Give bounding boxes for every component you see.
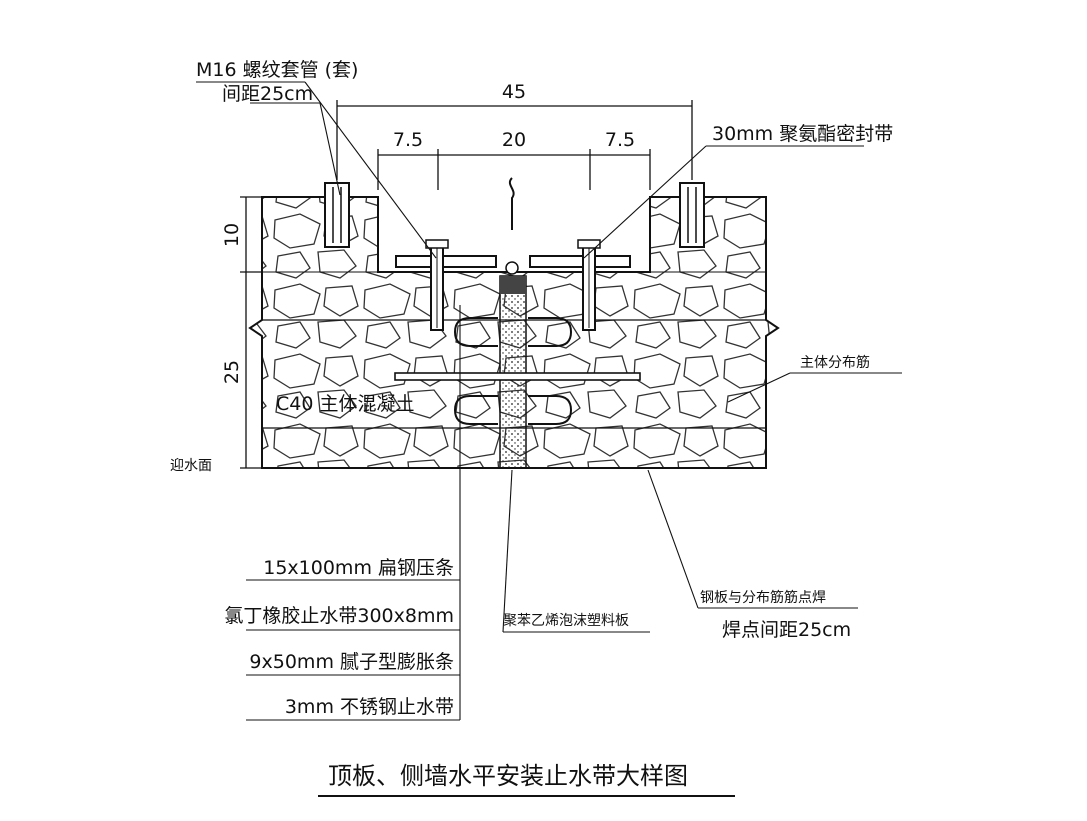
label-weld-spacing: 焊点间距25cm (722, 619, 851, 641)
label-bolt-sleeve: M16 螺纹套管 (套) (196, 59, 358, 81)
label-foam-board: 聚苯乙烯泡沫塑料板 (503, 612, 629, 629)
foam-board-strip (499, 275, 527, 469)
dimension-lines (240, 100, 693, 469)
label-distribution-bar: 主体分布筋 (800, 354, 870, 371)
label-chloroprene-waterstop: 氯丁橡胶止水带300x8mm (224, 605, 454, 627)
dim-right-offset: 7.5 (605, 129, 635, 151)
dim-upper-height: 10 (221, 223, 243, 247)
sealant-rod (505, 261, 519, 275)
dim-lower-height: 25 (221, 360, 243, 384)
dim-left-offset: 7.5 (393, 129, 423, 151)
seal-centerline (508, 177, 515, 230)
drawing-title: 顶板、侧墙水平安装止水带大样图 (328, 762, 688, 790)
leader-lines (196, 81, 902, 721)
dim-center-width: 20 (502, 129, 526, 151)
label-stainless-waterstop: 3mm 不锈钢止水带 (285, 696, 454, 718)
anchor-bolts (425, 239, 601, 331)
label-flat-steel-bead: 15x100mm 扁钢压条 (263, 557, 454, 579)
flat-steel-plates (394, 255, 641, 381)
stainless-waterstop (453, 317, 573, 425)
threaded-sleeves (324, 182, 705, 248)
label-weld: 钢板与分布筋筋点焊 (700, 589, 826, 606)
dim-total-width: 45 (502, 81, 526, 103)
label-swelling-strip: 9x50mm 腻子型膨胀条 (249, 651, 454, 673)
sealant-block (500, 276, 526, 294)
label-water-face: 迎水面 (170, 458, 212, 474)
label-concrete: C40 主体混凝土 (276, 393, 414, 415)
label-bolt-spacing: 间距25cm (222, 83, 313, 105)
label-sealant-tape: 30mm 聚氨酯密封带 (712, 123, 893, 145)
